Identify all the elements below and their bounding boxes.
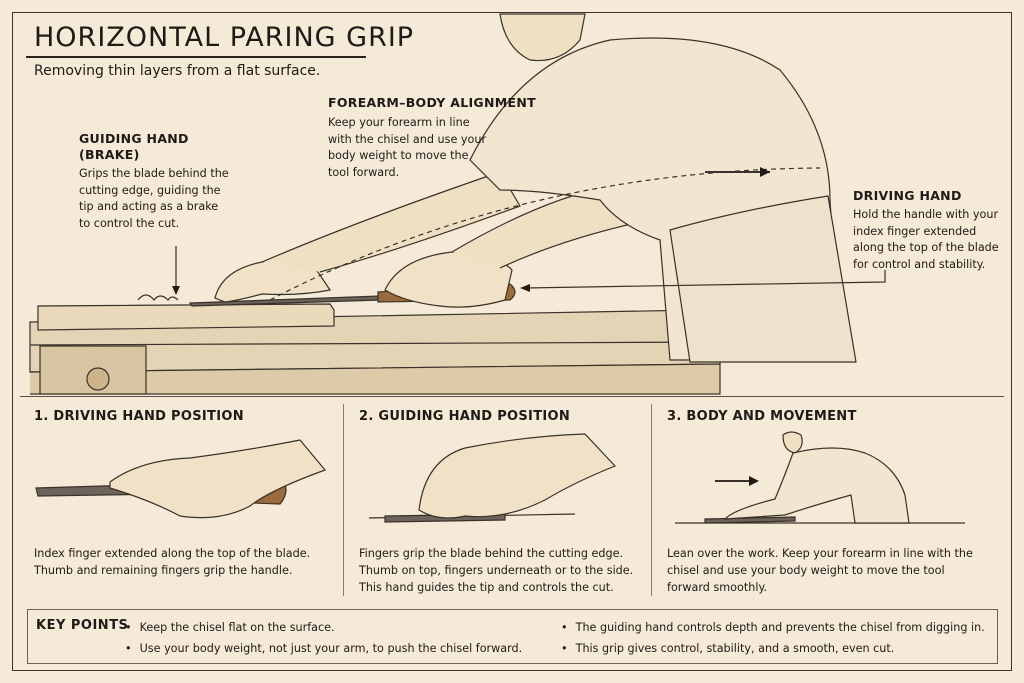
forearm-line: Keep your forearm in line: [328, 116, 470, 129]
panel-2-line: Thumb on top, fingers underneath or to t…: [359, 564, 634, 577]
panel-divider: [343, 404, 344, 596]
panel-3-line: chisel and use your body weight to move …: [667, 564, 945, 577]
body-movement-illustration: [675, 431, 965, 524]
guiding-hand-line: cutting edge, guiding the: [79, 183, 221, 197]
page-subtitle: Removing thin layers from a flat surface…: [34, 63, 321, 79]
workpiece-board: [37, 303, 335, 331]
driving-line: index finger extended: [853, 224, 977, 238]
key-points-box: [27, 609, 998, 664]
panel-2-text: Fingers grip the blade behind the cuttin…: [359, 545, 633, 596]
panel-divider: [651, 404, 652, 596]
man-apron: [669, 195, 857, 363]
driving-pointer: [524, 270, 886, 289]
key-points-title: KEY POINTS: [36, 618, 129, 633]
panel-3-line: forward smoothly.: [667, 581, 768, 594]
key-point-item: This grip gives control, stability, and …: [561, 642, 895, 655]
section-divider: [20, 396, 1004, 397]
driving-hand: [384, 251, 513, 308]
guiding-hand-line: Grips the blade behind the: [79, 167, 229, 180]
panel-3-line: Lean over the work. Keep your forearm in…: [667, 547, 973, 560]
driving-line: Hold the handle with your: [853, 208, 999, 221]
man-head: [499, 13, 586, 62]
panel-1-line: Thumb and remaining fingers grip the han…: [34, 564, 293, 577]
panel-2-line: Fingers grip the blade behind the cuttin…: [359, 547, 624, 560]
driving-hand-illustration: [35, 439, 327, 519]
forearm-line: with the chisel and use your: [328, 132, 487, 146]
guiding-hand-text: Grips the blade behind the cutting edge,…: [79, 166, 229, 232]
page-title: HORIZONTAL PARING GRIP: [34, 22, 415, 53]
guiding-hand-heading: GUIDING HAND: [79, 131, 189, 146]
driving-line: for control and stability.: [853, 257, 986, 271]
key-point-item: The guiding hand controls depth and prev…: [561, 621, 985, 634]
guiding-hand-line: tip and acting as a brake: [79, 200, 219, 213]
workbench-edge: [29, 363, 721, 395]
guiding-hand-line: to control the cut.: [79, 216, 180, 230]
vise-screw: [86, 367, 110, 391]
panel-1-text: Index finger extended along the top of t…: [34, 545, 310, 579]
driving-hand-text: Hold the handle with your index finger e…: [853, 207, 999, 273]
key-point-item: Keep the chisel flat on the surface.: [125, 621, 335, 634]
main-illustration: [29, 13, 886, 395]
forearm-alignment-text: Keep your forearm in line with the chise…: [328, 115, 486, 181]
guiding-hand: [214, 260, 331, 303]
panel-1-heading: 1. DRIVING HAND POSITION: [34, 409, 244, 424]
forearm-line: tool forward.: [328, 165, 400, 179]
wood-shavings: [137, 294, 179, 301]
panel-3-text: Lean over the work. Keep your forearm in…: [667, 545, 973, 596]
forearm-alignment-heading: FOREARM–BODY ALIGNMENT: [328, 95, 536, 110]
driving-line: along the top of the blade: [853, 241, 999, 254]
outer-frame: [12, 12, 1012, 671]
panel-1-line: Index finger extended along the top of t…: [34, 547, 311, 560]
panel-2-heading: 2. GUIDING HAND POSITION: [359, 409, 571, 424]
key-point-item: Use your body weight, not just your arm,…: [125, 642, 523, 655]
guiding-hand-illustration: [368, 433, 617, 523]
panel-3-heading: 3. BODY AND MOVEMENT: [667, 409, 857, 424]
driving-hand-heading: DRIVING HAND: [853, 188, 962, 203]
forearm-line: body weight to move the: [328, 149, 469, 162]
panel-2-line: This hand guides the tip and controls th…: [359, 581, 614, 594]
title-underline: [26, 56, 366, 58]
workbench-front: [29, 341, 721, 346]
guiding-hand-heading-sub: (BRAKE): [79, 147, 140, 162]
